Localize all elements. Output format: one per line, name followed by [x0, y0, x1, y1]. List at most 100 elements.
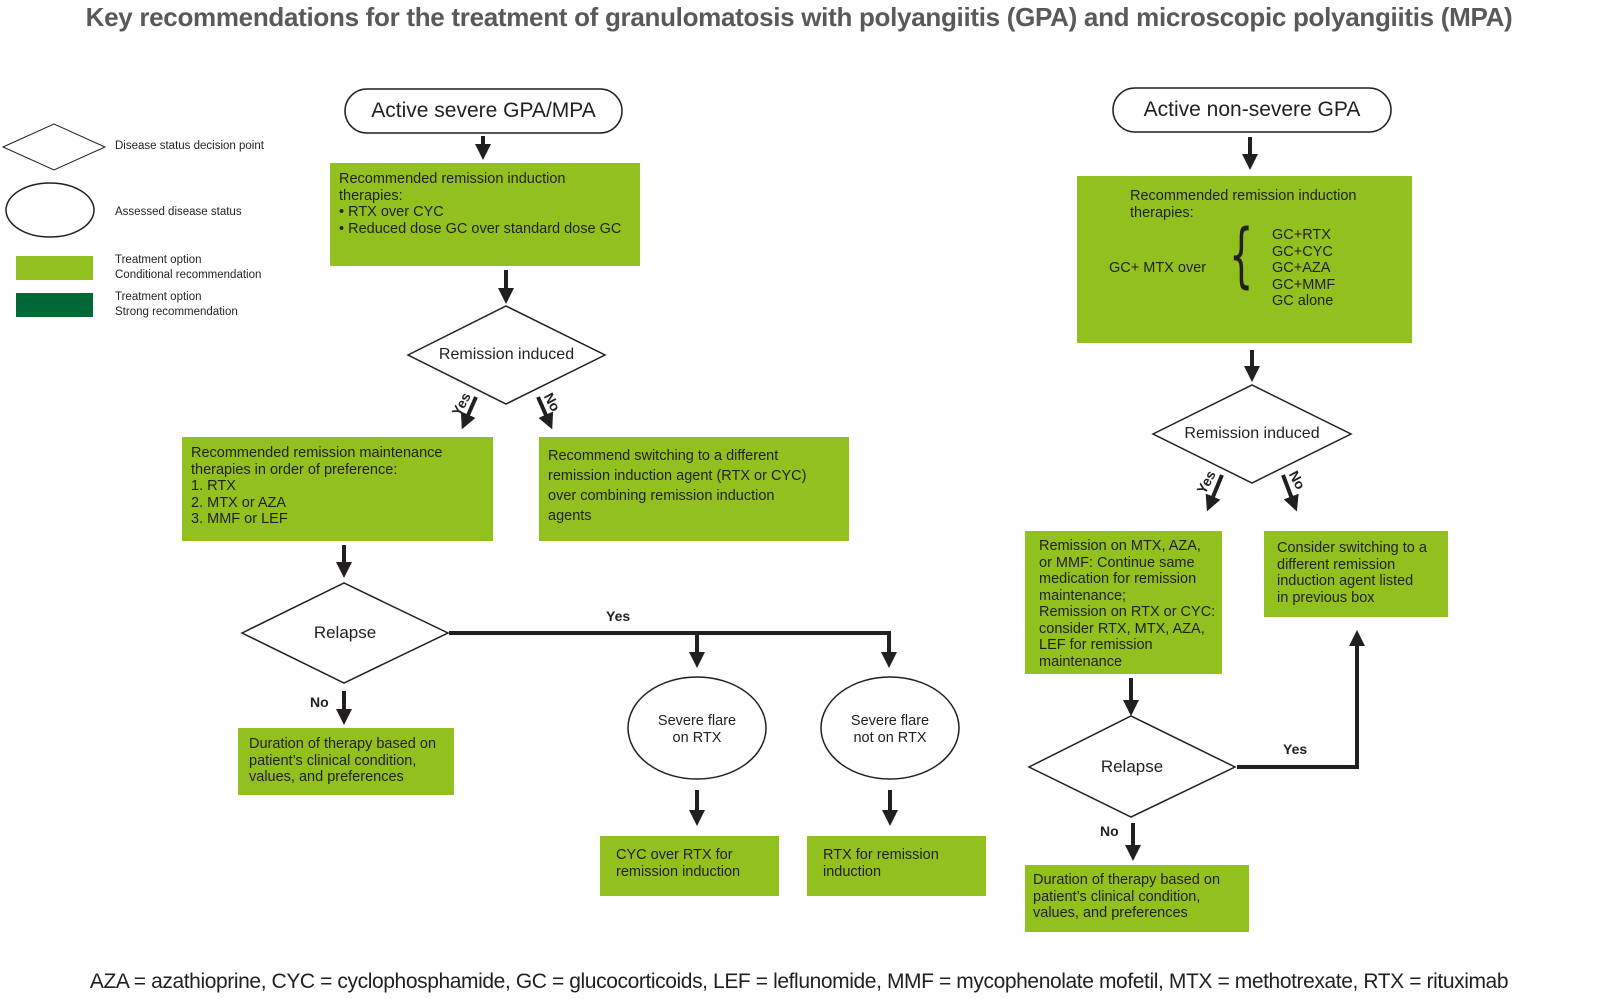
box-line: LEF for remission: [1039, 637, 1153, 653]
arrow-yes-maintenance: [460, 396, 478, 430]
box-line: remission induction agent (RTX or CYC): [548, 468, 807, 484]
decision-relapse-nonsevere: [1027, 715, 1237, 818]
start-node-nonsevere-label: Active non-severe GPA: [1143, 98, 1361, 121]
box-line: consider RTX, MTX, AZA,: [1039, 620, 1205, 637]
start-node-severe-label: Active severe GPA/MPA: [371, 99, 596, 122]
alternative-therapy: GC alone: [1272, 293, 1334, 309]
box-line: remission induction: [616, 863, 741, 880]
box-line: Recommended remission maintenance: [191, 445, 443, 461]
box-line: medication for remission: [1039, 571, 1197, 587]
legend-decision-label: Disease status decision point: [115, 140, 264, 152]
box-line: 2. MTX or AZA: [191, 494, 287, 511]
box-line: Recommend switching to a different: [548, 448, 779, 464]
box-nonsevere-continue: Remission on MTX, AZA, or MMF: Continue …: [1025, 531, 1222, 674]
box-line: Duration of therapy based on: [249, 736, 437, 752]
start-node-nonsevere: [1112, 87, 1392, 133]
box-line: 1. RTX: [191, 478, 236, 494]
edge-label-relapse-yes-right: Yes: [1283, 741, 1308, 757]
arrow-no-switch-right: [1281, 474, 1299, 512]
box-line: Recommended remission induction: [1130, 188, 1357, 204]
alternative-therapy: GC+CYC: [1272, 243, 1333, 260]
label-line: Severe flare: [657, 713, 737, 729]
label-line: Severe flare: [850, 713, 930, 729]
decision-remission-severe: [406, 305, 607, 405]
box-cyc-over-rtx: CYC over RTX for remission induction: [600, 836, 779, 896]
alternative-therapy: GC+RTX: [1272, 227, 1331, 243]
box-severe-maintenance: Recommended remission maintenance therap…: [182, 437, 493, 541]
alternative-therapies-list: GC+RTX GC+CYC GC+AZA GC+MMF GC alone: [1272, 227, 1335, 310]
alternative-therapy: GC+AZA: [1272, 260, 1331, 276]
flare-on-rtx-label: Severe flare on RTX: [628, 713, 766, 746]
flare-not-on-rtx-label: Severe flare not on RTX: [821, 713, 959, 746]
legend-conditional-line2: Conditional recommendation: [115, 268, 262, 281]
box-line: Consider switching to a: [1277, 540, 1427, 556]
box-line: therapies:: [1130, 204, 1194, 221]
legend-strong-line1: Treatment option: [115, 291, 202, 303]
box-nonsevere-duration: Duration of therapy based on patient’s c…: [1025, 865, 1249, 932]
box-line: in previous box: [1277, 589, 1375, 606]
status-flare-on-rtx: [627, 676, 767, 780]
legend-strong-swatch: [16, 293, 93, 317]
box-line: Remission on MTX, AZA,: [1039, 538, 1201, 554]
figure-title: Key recommendations for the treatment of…: [85, 2, 1513, 32]
box-line: over combining remission induction: [548, 488, 775, 504]
preferred-therapy: GC+ MTX over: [1109, 260, 1207, 276]
brace-icon: {: [1229, 214, 1254, 296]
legend-ellipse-icon: [5, 182, 95, 238]
box-line: induction agent listed: [1277, 573, 1414, 589]
abbreviations-footnote: AZA = azathioprine, CYC = cyclophosphami…: [89, 970, 1509, 993]
box-line: agents: [548, 508, 592, 524]
box-line: • Reduced dose GC over standard dose GC: [339, 220, 622, 237]
box-line: • RTX over CYC: [339, 204, 444, 220]
decision-relapse-severe-label: Relapse: [313, 623, 377, 642]
box-line: patient’s clinical condition,: [1033, 888, 1201, 905]
alternative-therapy: GC+MMF: [1272, 276, 1336, 293]
box-line: Duration of therapy based on: [1033, 872, 1221, 888]
box-severe-switch: Recommend switching to a different remis…: [539, 437, 849, 541]
box-line: patient’s clinical condition,: [249, 752, 417, 769]
box-line: maintenance: [1039, 653, 1123, 670]
connector-relapse-yes-right: [1237, 630, 1365, 769]
box-line: RTX for remission: [823, 847, 939, 863]
legend-conditional-line1: Treatment option: [115, 254, 202, 266]
box-rtx-induction: RTX for remission induction: [807, 836, 986, 896]
legend-assessed-label: Assessed disease status: [115, 206, 242, 218]
box-line: values, and preferences: [249, 769, 404, 785]
legend-strong-label: Treatment option Strong recommendation: [115, 290, 238, 319]
box-line: Recommended remission induction: [339, 171, 566, 187]
decision-remission-nonsevere: [1151, 384, 1353, 484]
legend-diamond-icon: [1, 123, 107, 171]
box-nonsevere-induction: Recommended remission induction therapie…: [1077, 176, 1412, 343]
decision-remission-severe-label: Remission induced: [438, 346, 575, 363]
box-severe-induction: Recommended remission induction therapie…: [330, 163, 640, 266]
legend-conditional-label: Treatment option Conditional recommendat…: [115, 253, 261, 282]
arrow-yes-continue: [1205, 474, 1224, 512]
edge-label-relapse-no-right: No: [1100, 823, 1119, 839]
decision-remission-nonsevere-label: Remission induced: [1184, 425, 1320, 442]
start-node-severe: [344, 88, 623, 134]
arrow-no-switch: [536, 396, 554, 430]
box-line: Remission on RTX or CYC:: [1039, 604, 1216, 620]
box-line: values, and preferences: [1033, 905, 1188, 921]
box-line: therapies:: [339, 187, 403, 204]
box-line: therapies in order of preference:: [191, 461, 398, 478]
status-flare-not-on-rtx: [820, 676, 960, 780]
connector-relapse-yes: [449, 631, 891, 642]
box-severe-duration: Duration of therapy based on patient’s c…: [238, 728, 454, 795]
box-nonsevere-switch: Consider switching to a different remiss…: [1264, 531, 1448, 617]
label-line: on RTX: [672, 729, 722, 746]
label-line: not on RTX: [853, 729, 927, 746]
edge-label-relapse-yes: Yes: [606, 608, 631, 624]
box-line: 3. MMF or LEF: [191, 511, 288, 527]
box-line: different remission: [1277, 556, 1396, 573]
box-line: maintenance;: [1039, 587, 1127, 604]
decision-relapse-nonsevere-label: Relapse: [1100, 757, 1164, 776]
legend-strong-line2: Strong recommendation: [115, 305, 238, 318]
edge-label-relapse-no: No: [310, 694, 329, 710]
legend-conditional-swatch: [16, 256, 93, 280]
box-line: or MMF: Continue same: [1039, 554, 1195, 571]
decision-relapse-severe: [240, 582, 450, 684]
box-line: induction: [823, 863, 882, 880]
box-line: CYC over RTX for: [616, 847, 733, 863]
